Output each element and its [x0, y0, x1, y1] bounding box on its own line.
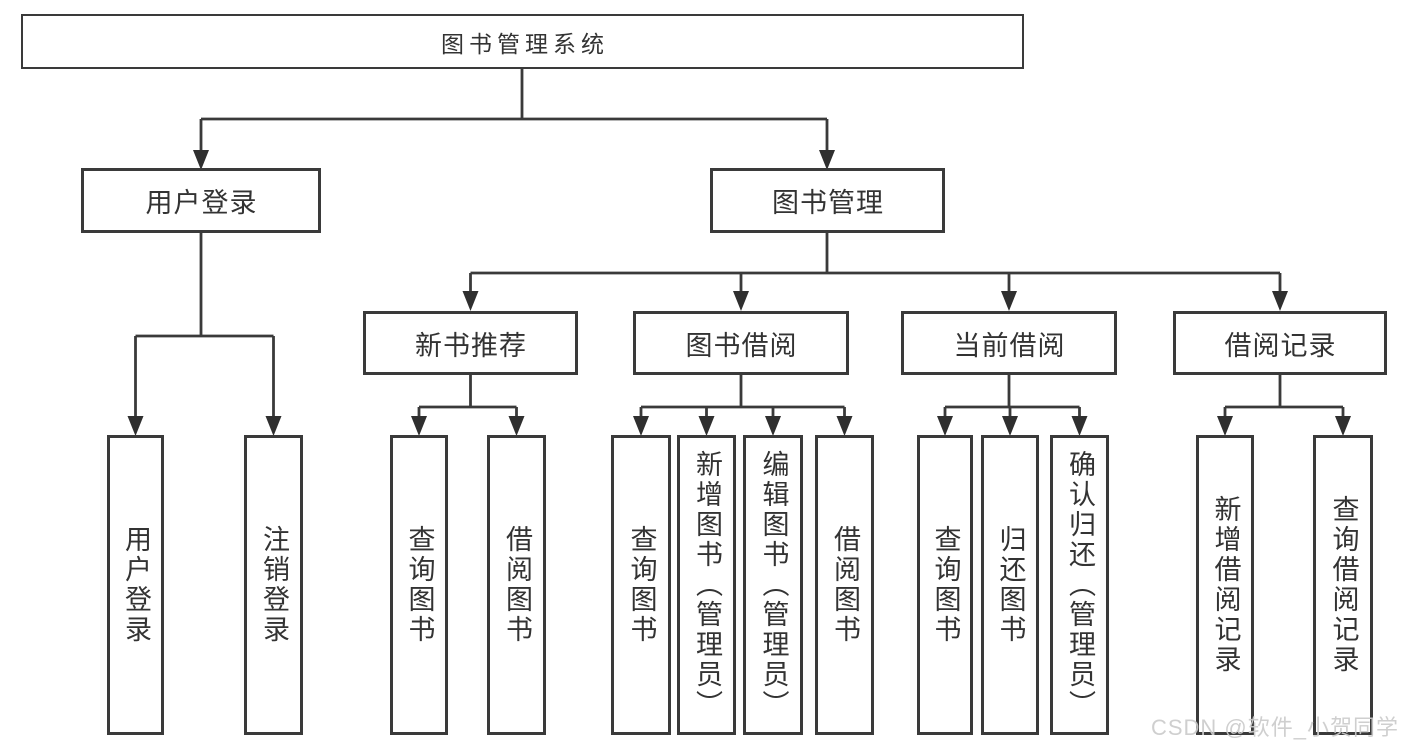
node-user-login: 用户登录	[81, 168, 321, 233]
leaf-confirm-return-admin: 确认归还（管理员）	[1050, 435, 1109, 735]
leaf-edit-books-admin-label: 编辑图书（管理员）	[758, 450, 789, 720]
node-book-borrowing-label: 图书借阅	[685, 330, 798, 361]
node-borrowing-records-label: 借阅记录	[1224, 330, 1337, 361]
leaf-search-books-1: 查询图书	[390, 435, 448, 735]
leaf-search-books-3: 查询图书	[917, 435, 973, 735]
leaf-borrow-books-1-label: 借阅图书	[502, 525, 532, 645]
leaf-confirm-return-admin-label: 确认归还（管理员）	[1065, 450, 1095, 720]
csdn-watermark: CSDN @软件_小贺同学	[1150, 715, 1399, 740]
node-borrowing-records: 借阅记录	[1173, 311, 1387, 375]
arrowheads	[127, 150, 1351, 436]
node-current-borrowing-label: 当前借阅	[953, 330, 1066, 361]
leaf-search-books-3-label: 查询图书	[930, 525, 961, 645]
leaf-user-login: 用户登录	[107, 435, 164, 735]
node-new-book-recommendation-label: 新书推荐	[415, 330, 527, 361]
leaf-search-books-1-label: 查询图书	[404, 525, 435, 645]
node-new-book-recommendation: 新书推荐	[363, 311, 578, 375]
node-library-system: 图书管理系统	[21, 14, 1024, 69]
leaf-search-books-2-label: 查询图书	[626, 525, 657, 645]
leaf-search-books-2: 查询图书	[611, 435, 671, 735]
leaf-edit-books-admin: 编辑图书（管理员）	[743, 435, 803, 735]
leaf-add-books-admin-label: 新增图书（管理员）	[692, 450, 722, 720]
node-book-borrowing: 图书借阅	[633, 311, 849, 375]
leaf-user-login-label: 用户登录	[121, 525, 151, 645]
leaf-borrow-books-1: 借阅图书	[487, 435, 546, 735]
leaf-return-books: 归还图书	[981, 435, 1039, 735]
leaf-return-books-label: 归还图书	[995, 525, 1026, 645]
node-book-management-label: 图书管理	[772, 188, 884, 218]
node-user-login-label: 用户登录	[145, 188, 258, 218]
leaf-add-borrow-record-label: 新增借阅记录	[1210, 495, 1241, 675]
leaf-borrow-books-2-label: 借阅图书	[830, 525, 860, 645]
node-library-system-label: 图书管理系统	[441, 30, 609, 57]
leaf-logout-label: 注销登录	[259, 525, 289, 645]
leaf-borrow-books-2: 借阅图书	[815, 435, 874, 735]
leaf-add-borrow-record: 新增借阅记录	[1196, 435, 1254, 735]
node-current-borrowing: 当前借阅	[901, 311, 1117, 375]
leaf-logout: 注销登录	[244, 435, 303, 735]
node-book-management: 图书管理	[710, 168, 945, 233]
leaf-search-borrow-record-label: 查询借阅记录	[1328, 495, 1359, 675]
leaf-search-borrow-record: 查询借阅记录	[1313, 435, 1373, 735]
leaf-add-books-admin: 新增图书（管理员）	[677, 435, 736, 735]
